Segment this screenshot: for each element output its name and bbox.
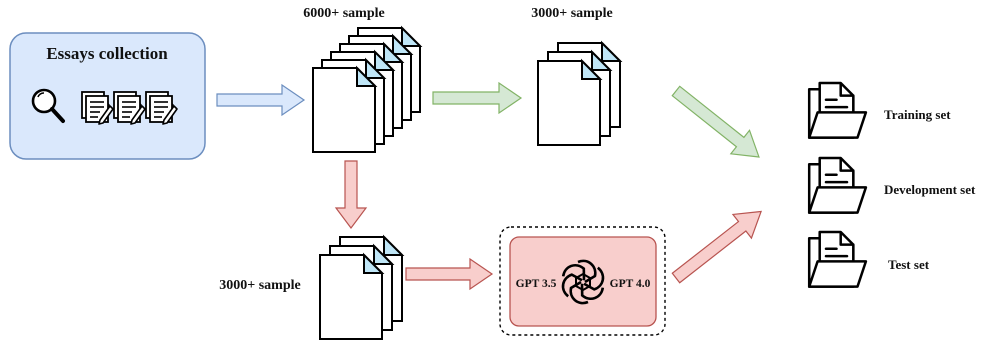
folder-icon — [807, 230, 868, 288]
arrow-red-right — [405, 257, 494, 291]
essay-pages-icon — [81, 91, 178, 125]
arrow-red-down — [334, 160, 368, 229]
test-set-item: Test set — [807, 230, 930, 288]
gpt-right-label: GPT 4.0 — [610, 278, 651, 290]
sample-label-3000-bottom: 3000+ sample — [219, 278, 300, 293]
folder-icon — [807, 156, 868, 214]
essays-collection-title: Essays collection — [46, 44, 168, 63]
development-set-label: Development set — [884, 182, 976, 197]
document-stack-3000-bottom — [319, 236, 403, 340]
development-set-item: Development set — [807, 156, 976, 214]
training-set-item: Training set — [807, 81, 951, 139]
sample-label-6000: 6000+ sample — [303, 6, 384, 21]
openai-logo-icon — [561, 259, 605, 305]
magnifier-icon — [31, 88, 65, 123]
arrow-blue — [216, 83, 306, 117]
folder-icon — [807, 81, 868, 139]
gpt-left-label: GPT 3.5 — [516, 278, 557, 290]
sample-label-3000-top: 3000+ sample — [531, 6, 612, 21]
arrow-green-diagonal — [671, 85, 760, 158]
gpt-annotation-box: GPT 3.5 GPT 4.0 — [499, 226, 666, 336]
arrow-green — [432, 81, 523, 115]
arrow-red-diagonal — [671, 210, 762, 284]
essays-collection-box: Essays collection — [9, 32, 206, 160]
document-stack-6000 — [312, 27, 421, 153]
training-set-label: Training set — [884, 107, 951, 122]
document-stack-3000-top — [537, 42, 621, 146]
test-set-label: Test set — [888, 257, 930, 272]
